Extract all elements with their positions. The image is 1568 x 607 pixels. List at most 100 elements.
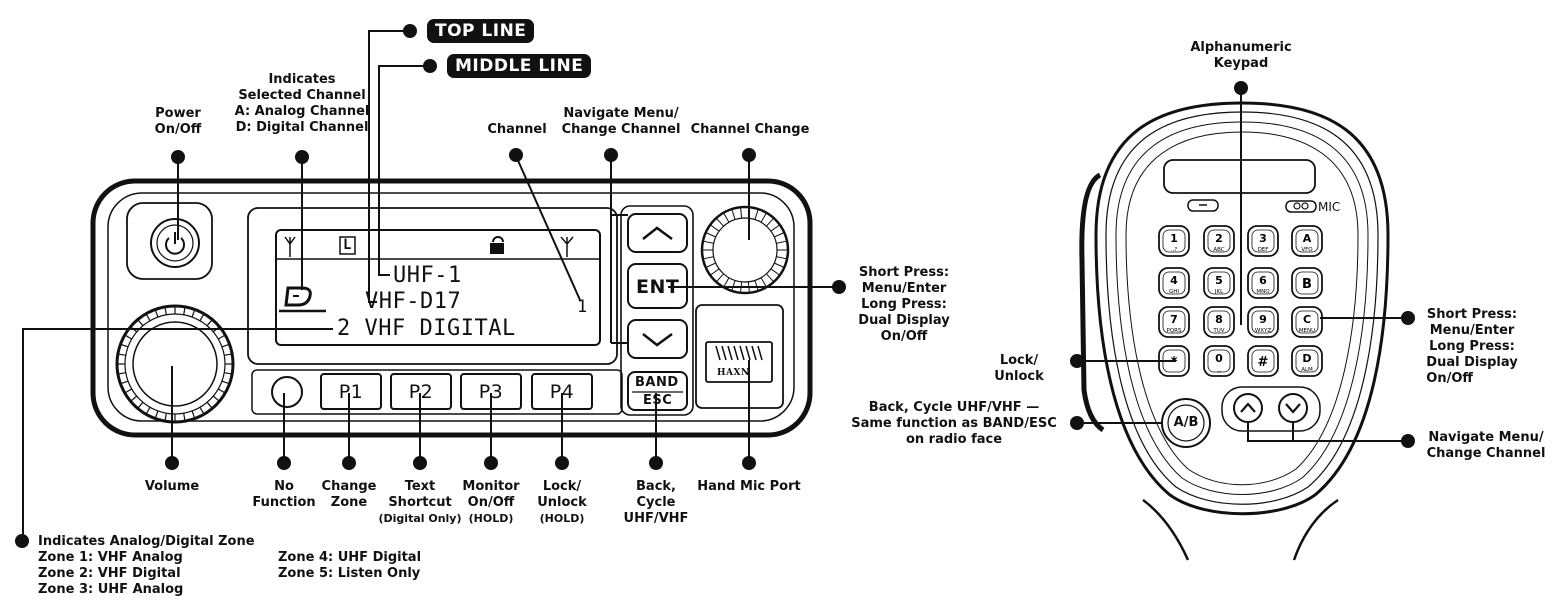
mic-key-#[interactable] xyxy=(1247,345,1279,377)
mic-key-sub-label: VFO xyxy=(1301,247,1313,253)
zones-title: Indicates Analog/Digital Zone xyxy=(38,534,255,549)
mic-callout-dots xyxy=(1070,81,1415,448)
ab-button-label: A/B xyxy=(1173,415,1199,430)
mic-up-button[interactable] xyxy=(1233,393,1263,423)
mic-key-0[interactable] xyxy=(1203,345,1235,377)
mic-key-inner xyxy=(1295,349,1319,373)
mic-port-jack[interactable] xyxy=(705,341,773,383)
mic-key-main-label: 1 xyxy=(1170,232,1178,245)
mic-key-inner xyxy=(1251,271,1275,295)
knob-grip-tick xyxy=(702,256,714,260)
mic-key-6[interactable] xyxy=(1247,267,1279,299)
knob-grip-tick xyxy=(705,232,716,238)
mic-key-sub-label: TUV xyxy=(1212,328,1224,334)
mic-key-inner xyxy=(1207,310,1231,334)
mic-key-3[interactable] xyxy=(1247,225,1279,257)
knob-grip-tick xyxy=(731,208,736,220)
lcd-channel-number: 1 xyxy=(577,297,588,317)
knob-grip-tick xyxy=(145,407,151,415)
knob-grip-tick xyxy=(715,217,724,227)
mic-key-1[interactable] xyxy=(1158,225,1190,257)
knob-grip-tick xyxy=(154,410,159,419)
back-cycle-label: Back,Cycle UHF/VHF xyxy=(623,479,689,526)
ent-function-label: Short Press:Menu/Enter Long Press:Dual D… xyxy=(858,265,950,344)
middle-line-badge: MIDDLE LINE xyxy=(447,54,592,78)
knob-grip-tick xyxy=(740,207,743,219)
ent-button-label[interactable]: ENT xyxy=(636,276,680,298)
port-pin xyxy=(715,345,721,361)
knob-grip-tick xyxy=(776,256,788,260)
knob-grip-tick xyxy=(199,313,205,321)
channel-change-knob[interactable] xyxy=(700,205,790,295)
volume-label: Volume xyxy=(144,479,200,494)
mic-key-B[interactable] xyxy=(1291,267,1323,299)
power-button-ring xyxy=(156,224,194,262)
knob-grip-tick xyxy=(124,334,132,340)
unlock-icon xyxy=(490,236,504,254)
knob-grip-tick xyxy=(723,212,730,223)
knob-grip-tick xyxy=(754,208,759,220)
mic-key-A[interactable] xyxy=(1291,225,1323,257)
port-pin xyxy=(757,345,763,361)
p1-label: P1 xyxy=(338,381,364,403)
lcd-lock-indicator: L xyxy=(343,237,352,253)
port-pin xyxy=(727,345,733,361)
no-function-button[interactable] xyxy=(271,376,303,408)
mic-key-inner xyxy=(1207,229,1231,253)
knob-grip-tick xyxy=(206,401,213,409)
digital-channel-icon xyxy=(279,286,326,313)
mic-key-main-label: 3 xyxy=(1259,232,1267,245)
knob-grip-tick xyxy=(137,319,144,327)
mic-key-main-label: 2 xyxy=(1215,232,1223,245)
power-bezel xyxy=(126,202,213,280)
mic-key-C[interactable] xyxy=(1291,306,1323,338)
mic-key-5[interactable] xyxy=(1203,267,1235,299)
channel-label: Channel xyxy=(487,122,547,137)
knob-grip-tick xyxy=(709,224,720,232)
port-pin xyxy=(739,345,745,361)
mic-key-D[interactable] xyxy=(1291,345,1323,377)
knob-grip-tick xyxy=(145,313,151,321)
knob-grip-tick xyxy=(723,277,730,288)
knob-grip-tick xyxy=(218,334,226,340)
mic-key-inner xyxy=(1162,310,1186,334)
knob-grip-tick xyxy=(218,388,226,394)
volume-knob[interactable] xyxy=(115,304,235,424)
mic-key-main-label: 5 xyxy=(1215,274,1223,287)
knob-grip-tick xyxy=(705,262,716,268)
mic-key-main-label: C xyxy=(1303,313,1311,326)
display-bezel xyxy=(247,207,618,365)
knob-grip-tick xyxy=(770,224,781,232)
port-pin xyxy=(721,345,727,361)
p1-button[interactable] xyxy=(320,373,382,410)
mic-key-4[interactable] xyxy=(1158,267,1190,299)
mic-key-7[interactable] xyxy=(1158,306,1190,338)
knob-grip-tick xyxy=(206,319,213,327)
mic-side-ptt[interactable] xyxy=(1079,172,1105,433)
mic-key-sub-label: PQRS xyxy=(1167,328,1182,334)
band-label: BAND xyxy=(635,375,679,390)
esc-label: ESC xyxy=(643,393,673,408)
knob-grip-tick xyxy=(120,343,129,348)
knob-grip-tick xyxy=(183,306,186,315)
knob-grip-tick xyxy=(191,410,196,419)
channel-down-button[interactable] xyxy=(627,319,688,359)
mic-key-sub-label: WXYZ xyxy=(1255,328,1272,334)
mic-key-9[interactable] xyxy=(1247,306,1279,338)
mic-key-8[interactable] xyxy=(1203,306,1235,338)
mic-key-2[interactable] xyxy=(1203,225,1235,257)
knob-grip-tick xyxy=(224,372,233,375)
mic-down-button[interactable] xyxy=(1278,393,1308,423)
p2-label: P2 xyxy=(408,381,434,403)
knob-grip-tick xyxy=(766,217,775,227)
knob-grip-tick xyxy=(715,273,724,283)
mic-key-main-label: 6 xyxy=(1259,274,1267,287)
radio-face-panel xyxy=(107,192,795,422)
knob-grip-tick xyxy=(776,240,788,244)
mic-key-main-label: B xyxy=(1302,277,1312,292)
band-esc-button[interactable] xyxy=(627,371,688,411)
mic-key-inner xyxy=(1207,271,1231,295)
channel-up-button[interactable] xyxy=(627,213,688,253)
mic-key-sub-label: MENU xyxy=(1299,328,1315,334)
